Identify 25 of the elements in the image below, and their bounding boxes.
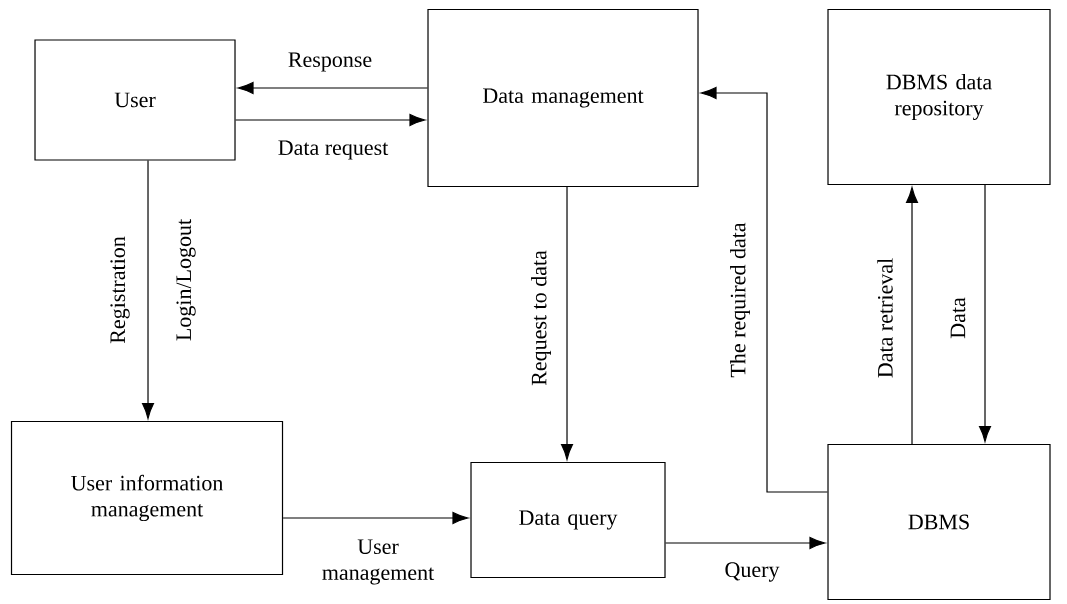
process-box: User information management [10, 420, 284, 576]
arrow [141, 160, 155, 419]
arrow [905, 187, 919, 445]
process-box: User [34, 39, 236, 161]
edge-label: Request to data [531, 250, 551, 386]
arrow [237, 81, 428, 95]
edge-label: Data [950, 297, 966, 339]
edge-label: User management [322, 539, 435, 585]
arrow [560, 186, 574, 460]
arrow [235, 113, 426, 127]
edge-label: Registration [110, 236, 130, 344]
process-box: DBMS [827, 443, 1051, 601]
arrow [978, 184, 992, 442]
rotated-label: Login/Logout [176, 219, 196, 341]
edge-label: Data request [278, 140, 389, 160]
edge-label: Response [288, 52, 372, 72]
arrow [700, 86, 828, 493]
arrow [665, 536, 826, 550]
process-box: Data query [470, 461, 666, 579]
process-box: Data management [427, 8, 699, 188]
edge-label: The required data [730, 222, 750, 378]
edge-label: Query [725, 562, 780, 582]
arrow [282, 511, 469, 525]
process-box: DBMS data repository [827, 8, 1051, 186]
edge-label: Data retrieval [877, 258, 893, 378]
